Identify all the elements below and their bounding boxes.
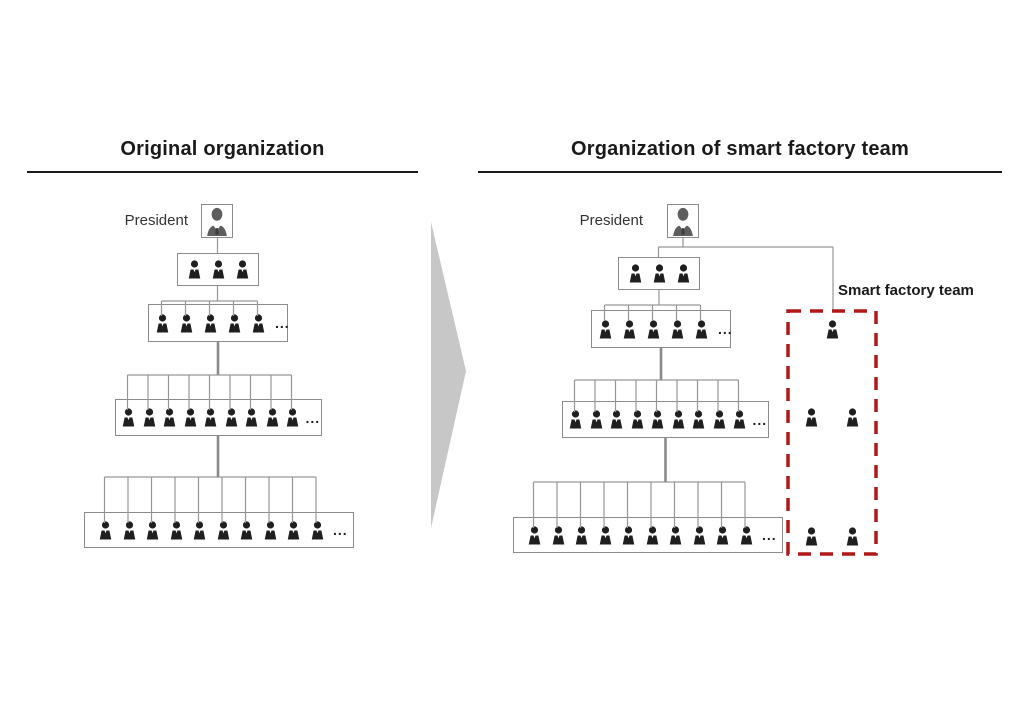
- person-icon: [694, 320, 709, 339]
- person-icon: [621, 526, 636, 545]
- left-level-3-members: ...: [116, 400, 321, 435]
- left-level-1-box: [177, 253, 259, 286]
- person-icon: [732, 410, 747, 429]
- person-icon: [244, 408, 259, 427]
- left-level-3-box: ...: [115, 399, 322, 436]
- right-level-1-box: [618, 257, 700, 290]
- person-icon: [630, 410, 645, 429]
- person-icon: [692, 526, 707, 545]
- person-icon: [121, 408, 136, 427]
- person-icon: [310, 521, 325, 540]
- more-members-ellipsis: ...: [275, 315, 290, 331]
- person-icon: [825, 320, 840, 339]
- person-icon: [142, 408, 157, 427]
- person-icon: [574, 526, 589, 545]
- person-icon: [98, 521, 113, 540]
- person-icon: [609, 410, 624, 429]
- person-icon: [227, 314, 242, 333]
- person-icon: [622, 320, 637, 339]
- person-icon: [169, 521, 184, 540]
- person-icon: [183, 408, 198, 427]
- person-icon: [691, 410, 706, 429]
- person-icon: [527, 526, 542, 545]
- right-arrow-icon: [431, 222, 466, 528]
- person-icon: [155, 314, 170, 333]
- person-icon: [804, 408, 819, 427]
- more-members-ellipsis: ...: [762, 527, 777, 543]
- president-icon: [671, 206, 695, 236]
- person-icon: [804, 527, 819, 546]
- left-chart-title: Original organization: [120, 138, 325, 160]
- person-icon: [192, 521, 207, 540]
- left-level-4-members: ...: [85, 513, 353, 547]
- person-icon: [251, 314, 266, 333]
- left-title-underline: [27, 171, 418, 173]
- person-icon: [645, 526, 660, 545]
- person-icon: [203, 314, 218, 333]
- right-level-4-box: ...: [513, 517, 783, 553]
- left-level-2-members: ...: [149, 305, 290, 341]
- person-icon: [712, 410, 727, 429]
- person-icon: [122, 521, 137, 540]
- person-icon: [285, 408, 300, 427]
- person-icon: [670, 320, 685, 339]
- right-level-3-box: ...: [562, 401, 769, 438]
- person-icon: [286, 521, 301, 540]
- more-members-ellipsis: ...: [333, 522, 348, 538]
- left-level-4-box: ...: [84, 512, 354, 548]
- person-icon: [263, 521, 278, 540]
- person-icon: [845, 408, 860, 427]
- person-icon: [652, 264, 667, 283]
- team-group-2-members: [786, 408, 878, 427]
- person-icon: [568, 410, 583, 429]
- person-icon: [650, 410, 665, 429]
- person-icon: [224, 408, 239, 427]
- person-icon: [551, 526, 566, 545]
- person-icon: [589, 410, 604, 429]
- person-icon: [162, 408, 177, 427]
- person-icon: [845, 527, 860, 546]
- team-group-3-members: [786, 527, 878, 546]
- person-icon: [216, 521, 231, 540]
- right-level-4-members: ...: [514, 518, 782, 552]
- person-icon: [211, 260, 226, 279]
- left-level-1-members: [178, 254, 258, 285]
- person-icon: [187, 260, 202, 279]
- person-icon: [668, 526, 683, 545]
- person-icon: [628, 264, 643, 283]
- smart-factory-team-label: Smart factory team: [838, 282, 974, 299]
- left-level-2-box: ...: [148, 304, 290, 342]
- right-level-1-members: [619, 258, 699, 289]
- right-level-3-members: ...: [563, 402, 768, 437]
- right-title-underline: [478, 171, 1002, 173]
- more-members-ellipsis: ...: [752, 411, 768, 428]
- more-members-ellipsis: ...: [718, 321, 733, 337]
- person-icon: [646, 320, 661, 339]
- right-level-2-members: ...: [592, 311, 733, 347]
- person-icon: [598, 320, 613, 339]
- right-chart-title: Organization of smart factory team: [571, 138, 909, 160]
- right-president-box: [667, 204, 699, 238]
- person-icon: [715, 526, 730, 545]
- right-president-label: President: [579, 212, 643, 229]
- smart-factory-team-frame: [786, 309, 878, 556]
- left-president-box: [201, 204, 233, 238]
- person-icon: [671, 410, 686, 429]
- president-icon: [205, 206, 229, 236]
- person-icon: [145, 521, 160, 540]
- person-icon: [598, 526, 613, 545]
- person-icon: [739, 526, 754, 545]
- team-group-1-members: [786, 320, 878, 339]
- right-level-2-box: ...: [591, 310, 733, 348]
- person-icon: [203, 408, 218, 427]
- person-icon: [239, 521, 254, 540]
- more-members-ellipsis: ...: [305, 409, 321, 426]
- person-icon: [235, 260, 250, 279]
- person-icon: [265, 408, 280, 427]
- person-icon: [676, 264, 691, 283]
- person-icon: [179, 314, 194, 333]
- left-president-label: President: [124, 212, 188, 229]
